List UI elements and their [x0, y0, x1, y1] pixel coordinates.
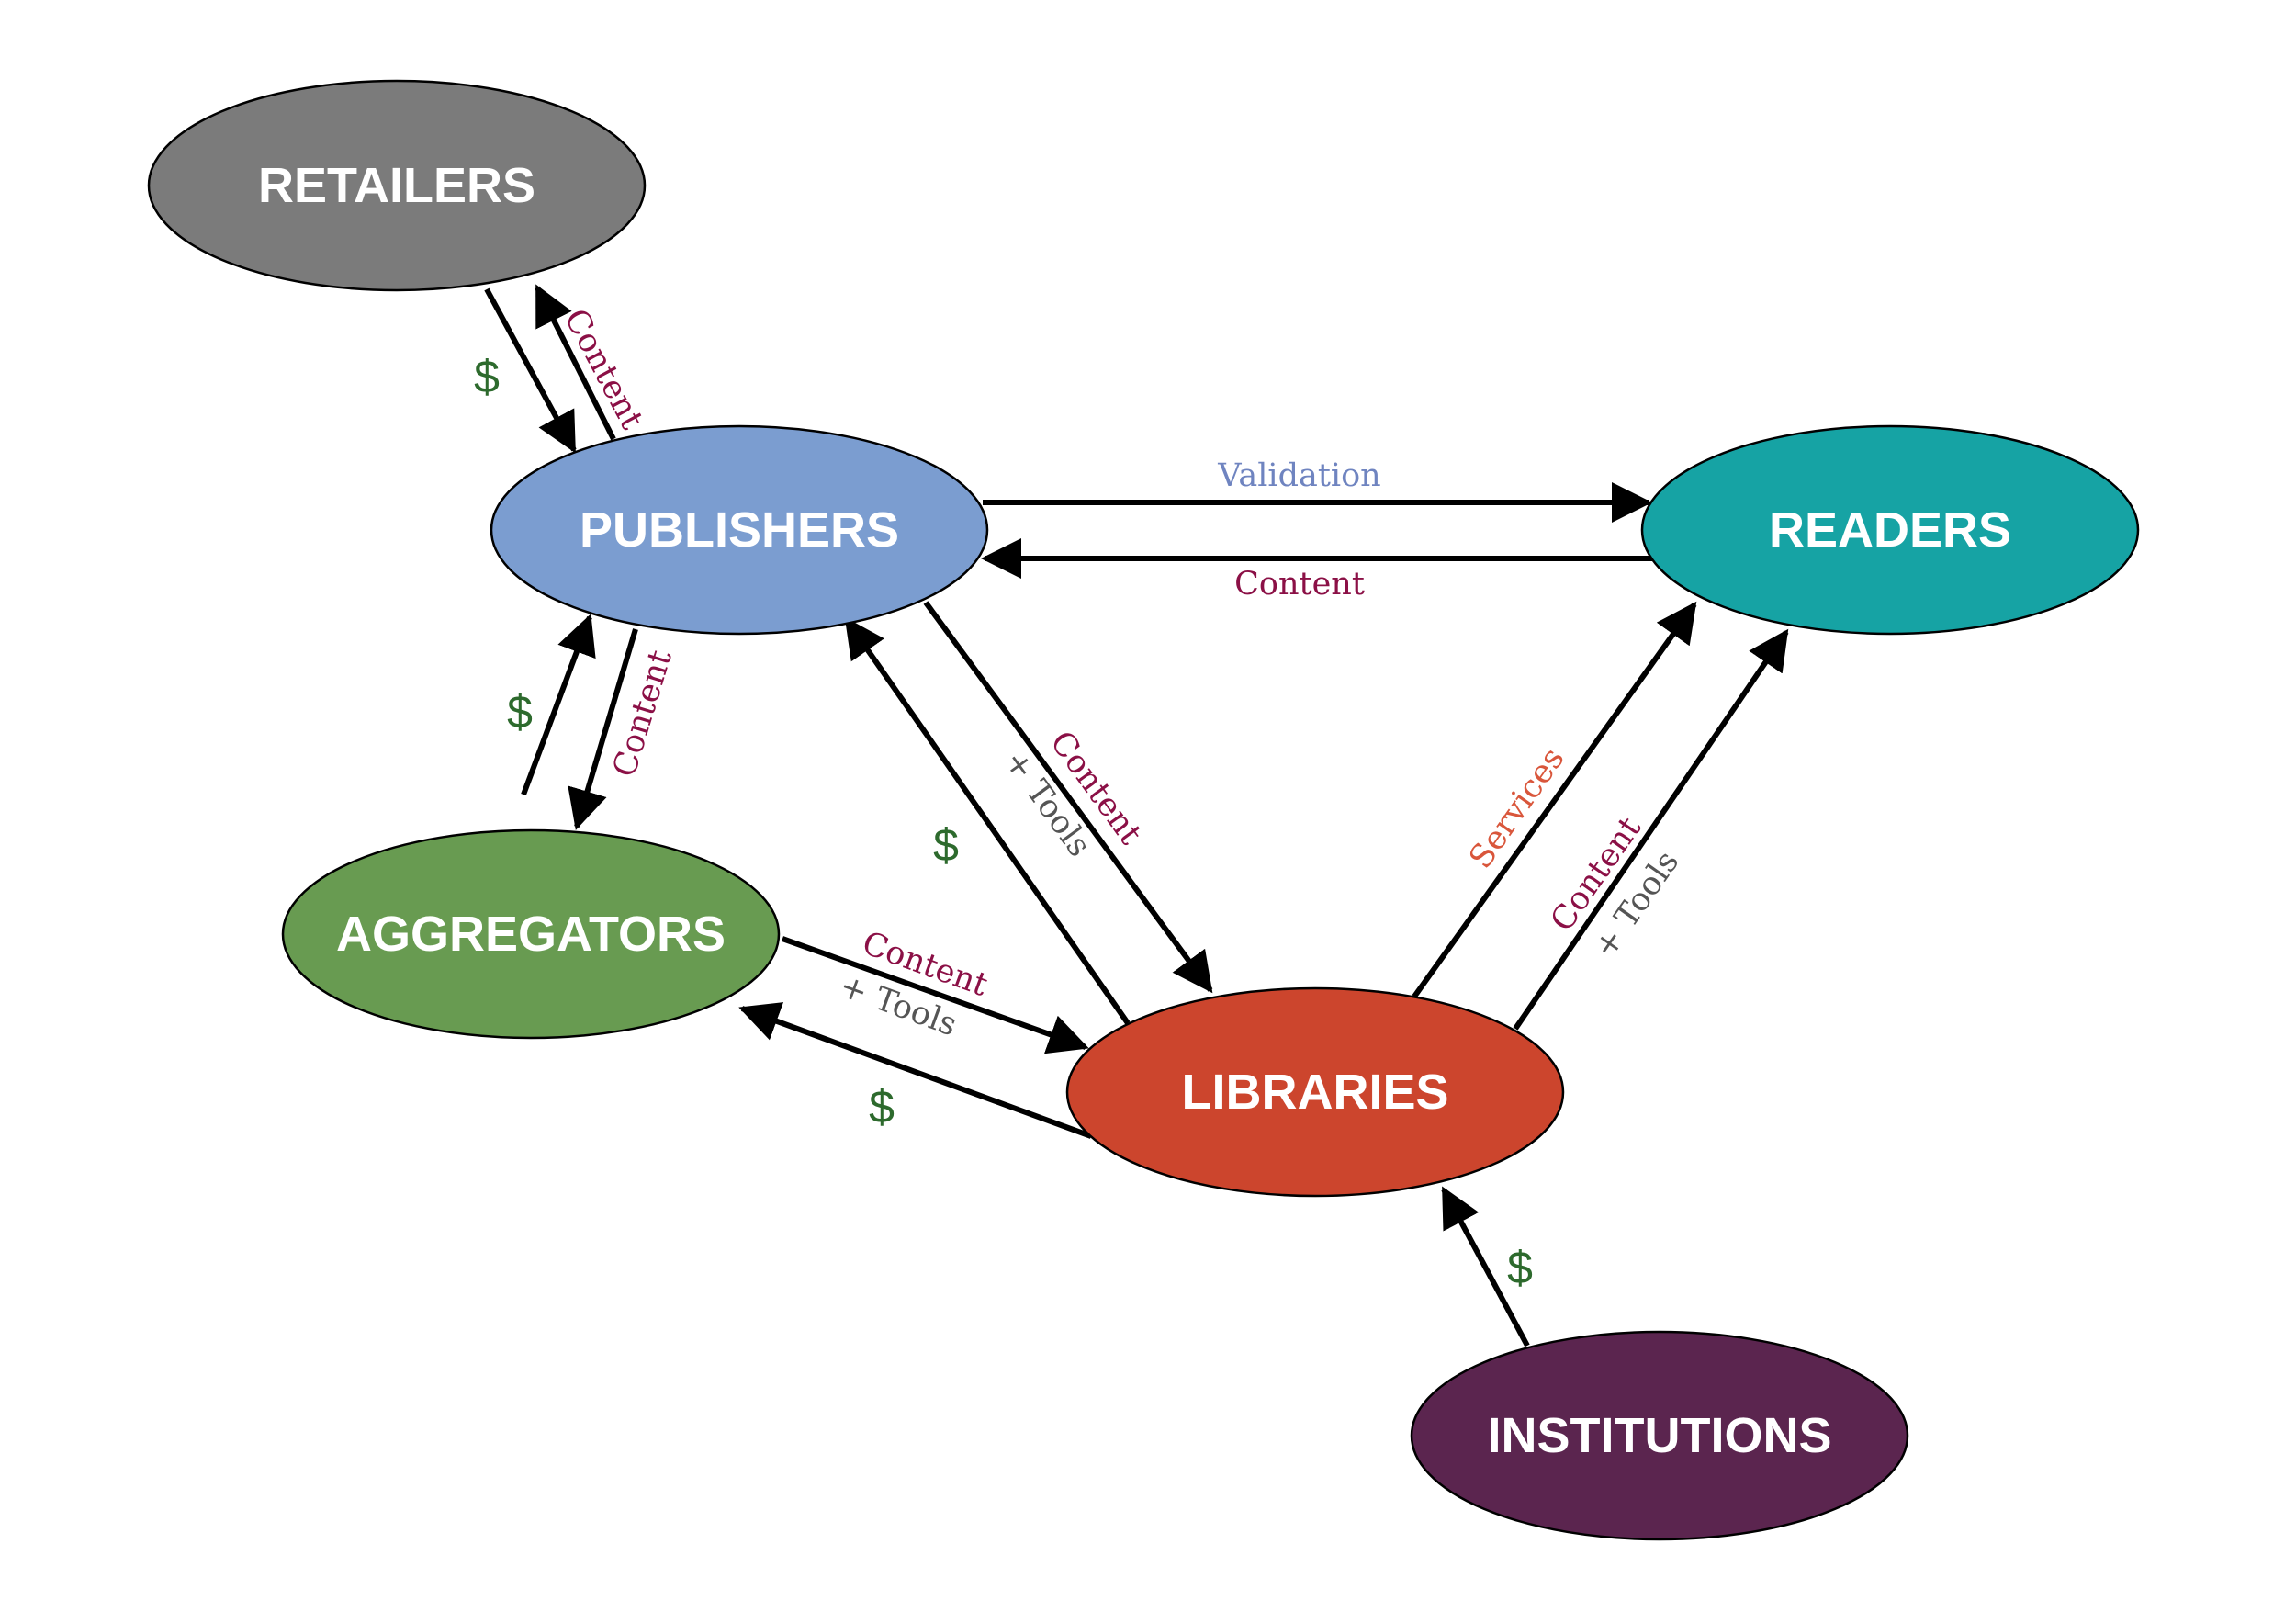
arrow-publishers-to-libraries-content	[923, 601, 1213, 994]
node-institutions-shape	[1410, 1330, 1909, 1541]
arrow-libraries-to-readers-content	[1513, 628, 1789, 1031]
arrow-libraries-to-publishers-dollar	[844, 616, 1131, 1025]
node-readers-label: READERS	[1769, 502, 2011, 558]
node-publishers-shape	[490, 424, 989, 636]
arrows	[484, 284, 1789, 1347]
node-readers[interactable]: READERS	[1640, 424, 2140, 636]
node-libraries-shape	[1065, 986, 1565, 1198]
label-dollar-institutions-libraries: $	[1507, 1242, 1533, 1293]
node-institutions[interactable]: INSTITUTIONS	[1410, 1330, 1909, 1541]
label-content-publishers-aggregators: Content	[606, 646, 680, 781]
node-publishers[interactable]: PUBLISHERS	[490, 424, 989, 636]
node-libraries-label: LIBRARIES	[1181, 1065, 1448, 1120]
label-dollar-libraries-aggregators: $	[869, 1081, 895, 1133]
node-aggregators-label: AGGREGATORS	[336, 907, 726, 962]
label-dollar-aggregators-publishers: $	[507, 686, 533, 738]
label-validation-publishers-readers: Validation	[1217, 457, 1380, 494]
arrow-publishers-to-aggregators-content	[568, 628, 638, 830]
node-retailers[interactable]: RETAILERS	[147, 79, 647, 292]
label-dollar-retailers-publishers: $	[474, 351, 500, 402]
node-retailers-label: RETAILERS	[258, 158, 535, 213]
arrow-aggregators-to-libraries-content	[781, 936, 1089, 1054]
arrow-retailers-to-publishers-dollar	[484, 287, 577, 454]
arrow-aggregators-to-publishers-dollar	[521, 614, 596, 796]
label-content-readers-publishers: Content	[1234, 566, 1365, 603]
arrow-publishers-to-retailers-content	[535, 284, 616, 441]
node-institutions-label: INSTITUTIONS	[1488, 1408, 1832, 1463]
node-aggregators[interactable]: AGGREGATORS	[281, 828, 781, 1040]
node-libraries[interactable]: LIBRARIES	[1065, 986, 1565, 1198]
arrow-institutions-to-libraries-dollar	[1441, 1186, 1530, 1347]
arrow-libraries-to-readers-services	[1412, 601, 1697, 998]
node-publishers-label: PUBLISHERS	[580, 502, 899, 558]
arrow-libraries-to-aggregators-dollar	[738, 1002, 1093, 1139]
label-dollar-libraries-publishers: $	[933, 819, 959, 871]
node-retailers-shape	[147, 79, 647, 292]
node-readers-shape	[1640, 424, 2140, 636]
node-aggregators-shape	[281, 828, 781, 1040]
